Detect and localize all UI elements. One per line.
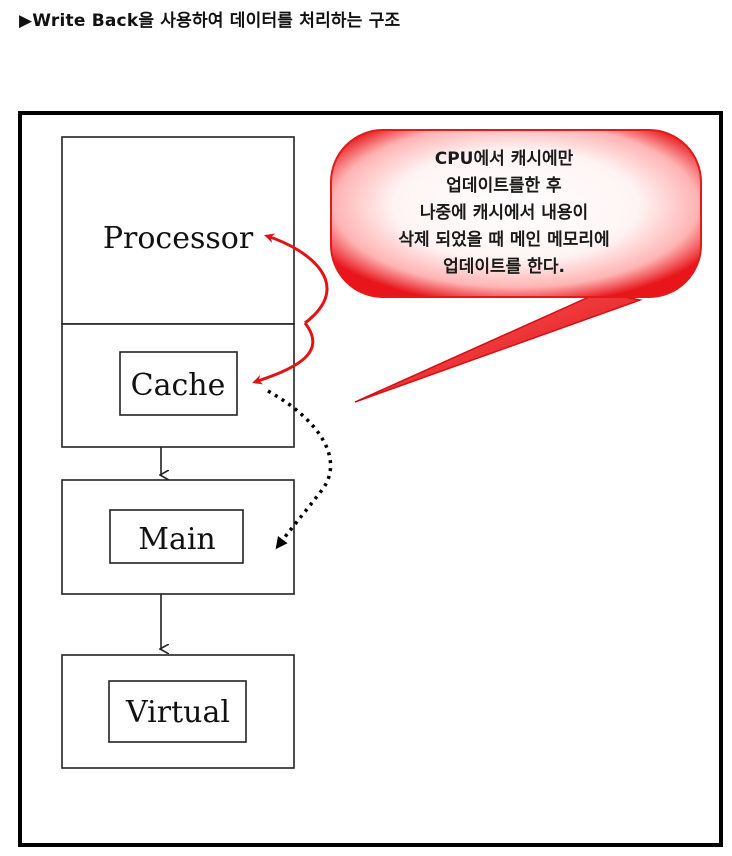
callout-line: CPU에서 캐시에만 (434, 149, 574, 169)
callout-bubble (330, 129, 702, 403)
virtual-box (108, 680, 247, 743)
page-title: ▶Write Back을 사용하여 데이터를 처리하는 구조 (19, 11, 401, 31)
cache-to-processor-arrow (264, 233, 329, 325)
processor-label: Processor (103, 221, 254, 256)
write-back-dotted-arrow (267, 389, 333, 550)
virtual-label: Virtual (125, 695, 230, 730)
cache-label: Cache (131, 368, 226, 403)
callout-text: CPU에서 캐시에만 업데이트를한 후 나중에 캐시에서 내용이 삭제 되었을 … (336, 146, 672, 281)
callout-line: 삭제 되었을 때 메인 메모리에 (398, 230, 610, 250)
callout-tail (354, 291, 643, 403)
main-box (109, 509, 244, 564)
cache-box (119, 351, 238, 416)
callout-line: 업데이트를한 후 (446, 176, 562, 196)
callout-line: 업데이트를 한다. (443, 257, 565, 277)
main-label: Main (138, 522, 216, 557)
processor-to-cache-arrow (252, 322, 315, 385)
callout-line: 나중에 캐시에서 내용이 (419, 203, 589, 223)
